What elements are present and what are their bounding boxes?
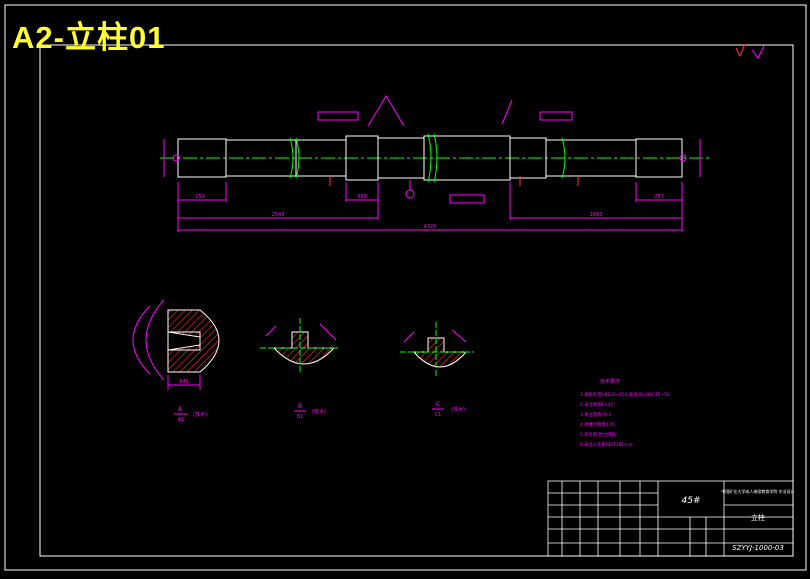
section-a-label: A	[178, 406, 183, 413]
section-a-suffix: (放大)	[193, 411, 207, 418]
roughness-symbol-icon	[735, 43, 765, 59]
section-b-suffix: (放大)	[312, 408, 326, 415]
section-c-sublabel: C1	[435, 412, 442, 418]
dim-overall: 4320	[424, 224, 437, 230]
outer-frame	[4, 4, 807, 571]
title-material: 45#	[682, 496, 701, 506]
dim-left-span: 2543	[272, 212, 285, 218]
dim-right-end: 253	[654, 194, 664, 200]
dim-collar: 960	[357, 194, 367, 200]
note-line-2: 2.未注倒角1×45°	[580, 401, 615, 408]
title-block	[547, 480, 794, 557]
note-line-4: 4.键槽对称度0.05	[580, 421, 615, 428]
shaft-main-view: 253 2543 960 4320 1863 253	[160, 95, 712, 232]
title-company: 中国矿业大学成人继续教育学院 毕业设计	[721, 488, 794, 494]
section-a-sublabel: A1	[178, 417, 185, 423]
title-part-name: 立柱	[751, 513, 765, 522]
section-a-view: 645 A A1 (放大)	[132, 299, 220, 423]
note-line-5: 5.去毛刺,锐边倒钝	[580, 431, 616, 438]
section-b-sublabel: B1	[297, 414, 304, 420]
inner-frame	[39, 44, 794, 557]
section-c-view: C C1 (放大)	[400, 322, 474, 418]
section-b-view: B B1 (放大)	[260, 318, 340, 420]
dim-section-a: 645	[179, 379, 189, 385]
dim-left-end: 253	[195, 194, 205, 200]
technical-notes: 技术要求 1.调质处理HB220~250,表面淬火HRC45~50 2.未注倒角…	[580, 378, 670, 448]
note-line-6: 6.未注公差按GB/T1804-m	[580, 441, 633, 448]
notes-heading: 技术要求	[600, 378, 620, 385]
note-line-3: 3.未注圆角R0.5	[580, 411, 611, 418]
drawing-title: A2-立柱01	[12, 20, 166, 55]
section-c-suffix: (放大)	[451, 406, 465, 413]
section-c-label: C	[436, 401, 440, 408]
note-line-1: 1.调质处理HB220~250,表面淬火HRC45~50	[580, 391, 670, 398]
dim-right-span: 1863	[590, 212, 603, 218]
title-drawing-number: SZYYJ-1000-03	[732, 544, 784, 552]
section-b-label: B	[298, 403, 302, 410]
